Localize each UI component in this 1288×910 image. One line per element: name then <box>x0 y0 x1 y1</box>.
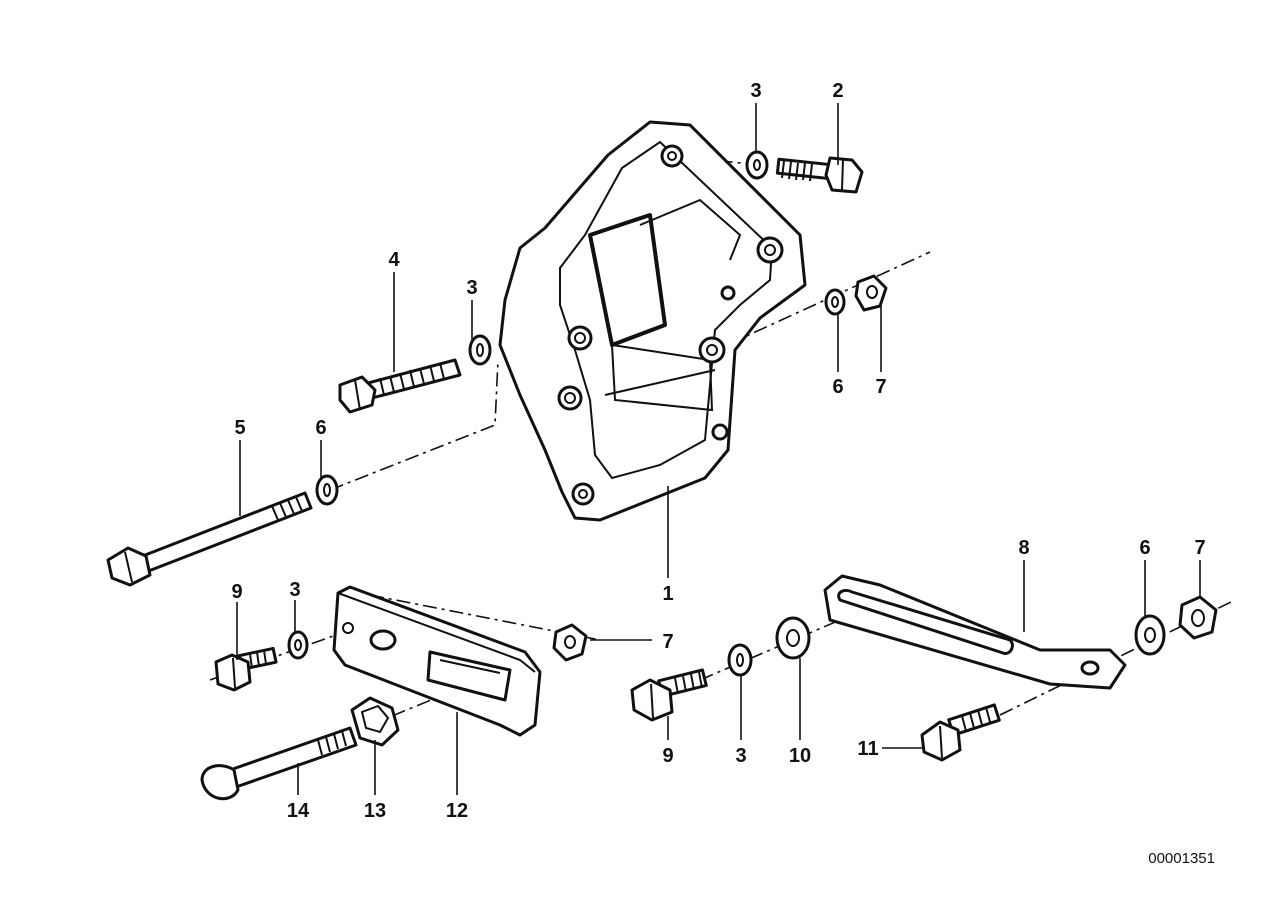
callout-14: 14 <box>287 800 310 822</box>
callout-4: 4 <box>388 249 400 271</box>
callout-10: 10 <box>789 745 811 767</box>
callout-labels: 1 2 3 4 3 5 6 6 7 8 6 7 9 3 7 9 3 10 11 … <box>231 80 1205 822</box>
bolt-4 <box>338 358 462 414</box>
bolt-14 <box>200 726 358 801</box>
nut-7-strap <box>1178 595 1218 640</box>
washer-3-left <box>287 630 309 660</box>
leader-lines <box>236 103 1201 795</box>
washer-3-right <box>727 643 753 677</box>
bolt-2 <box>775 156 864 194</box>
square-nut-13 <box>350 696 400 747</box>
callout-9-left: 9 <box>231 581 242 603</box>
callout-5: 5 <box>234 417 245 439</box>
callout-6-left: 6 <box>315 417 326 439</box>
callout-3-left: 3 <box>289 579 300 601</box>
bolt-9-right <box>630 668 708 722</box>
bolt-9-left <box>214 646 278 692</box>
callout-7-right: 7 <box>875 376 886 398</box>
adjusting-plate-12 <box>332 585 542 737</box>
reference-number: 00001351 <box>1148 850 1215 867</box>
callout-7-plate: 7 <box>662 631 673 653</box>
callout-8: 8 <box>1018 537 1029 559</box>
callout-7-strap: 7 <box>1194 537 1205 559</box>
callout-1: 1 <box>662 583 673 605</box>
main-bracket <box>498 120 807 522</box>
callout-6-right: 6 <box>832 376 843 398</box>
washer-3-top <box>745 150 769 180</box>
washer-10 <box>775 616 811 660</box>
bolt-11 <box>920 703 1001 762</box>
nut-7-right <box>854 274 888 312</box>
strap-8 <box>823 574 1127 690</box>
washer-6-left <box>315 474 339 506</box>
nut-7-plate <box>552 623 588 662</box>
callout-11: 11 <box>857 738 878 760</box>
callout-12: 12 <box>446 800 468 822</box>
callout-3-top: 3 <box>750 80 761 102</box>
washer-6-strap <box>1134 614 1166 656</box>
callout-13: 13 <box>364 800 386 822</box>
callout-2: 2 <box>832 80 843 102</box>
callout-9-right: 9 <box>662 745 673 767</box>
long-bolt-5 <box>106 491 313 587</box>
washer-3-mid <box>468 334 492 366</box>
callout-3-right: 3 <box>735 745 746 767</box>
washer-6-right <box>824 288 846 316</box>
callout-3-mid: 3 <box>466 277 477 299</box>
callout-6-strap: 6 <box>1139 537 1150 559</box>
